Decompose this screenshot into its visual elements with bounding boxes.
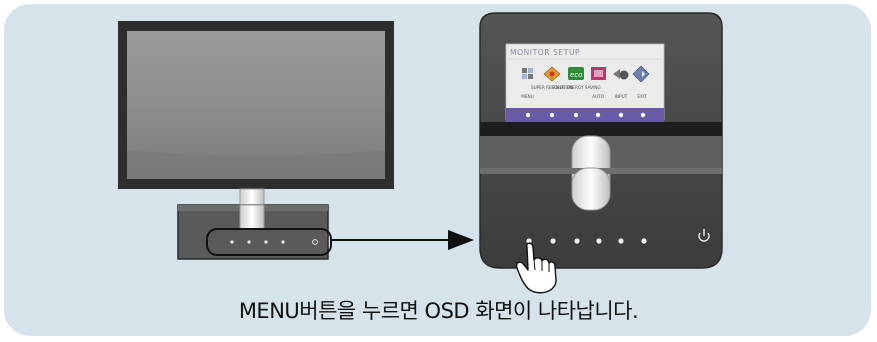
left-button-3[interactable] — [264, 240, 268, 244]
super-resolution-icon — [543, 66, 561, 82]
caption: MENU버튼을 누르면 OSD 화면이 나타납니다. — [238, 299, 639, 323]
osd-label-super-energy-saving: SUPER ENERGY SAVING — [551, 85, 600, 90]
power-icon[interactable] — [698, 229, 710, 242]
osd-label-input: INPUT — [615, 94, 628, 99]
osd-button-bar — [506, 108, 664, 122]
left-button-1[interactable] — [230, 240, 234, 244]
left-monitor-neck-lower — [239, 204, 265, 230]
left-button-2[interactable] — [247, 240, 251, 244]
auto-icon — [591, 67, 606, 80]
osd-bar-dot-4 — [595, 112, 601, 118]
osd-bar-dot-1 — [525, 112, 531, 118]
menu-icon — [522, 68, 533, 79]
left-monitor-reflection — [127, 150, 385, 179]
left-monitor — [118, 21, 394, 260]
left-power-icon[interactable] — [312, 239, 318, 245]
arrow — [331, 230, 474, 250]
osd-bar-dot-3 — [573, 112, 579, 118]
arrow-head — [448, 230, 474, 250]
input-icon — [613, 69, 629, 80]
exit-icon — [632, 65, 650, 83]
osd-label-exit: EXIT — [637, 94, 647, 99]
osd-label-super-resolution: SUPER RESOLUTION — [531, 85, 573, 90]
osd-bar-dot-5 — [618, 112, 624, 118]
osd-title: MONITOR SETUP — [510, 48, 580, 57]
right-monitor: MONITOR SETUP eco — [479, 12, 723, 269]
right-monitor-neck-lower — [571, 167, 611, 211]
right-button-5[interactable] — [618, 238, 624, 244]
right-button-4[interactable] — [596, 238, 602, 244]
hand-pointer-icon — [515, 242, 557, 294]
left-button-4[interactable] — [281, 240, 285, 244]
right-button-6[interactable] — [641, 238, 647, 244]
right-button-3[interactable] — [574, 238, 580, 244]
right-menu-button[interactable] — [526, 238, 532, 244]
left-control-panel-highlight — [206, 228, 332, 256]
osd-bar-dot-6 — [640, 112, 646, 118]
right-button-2[interactable] — [550, 238, 556, 244]
osd-label-menu: MENU — [521, 94, 533, 99]
energy-saving-icon: eco — [568, 67, 584, 80]
osd-bar-dot-2 — [549, 112, 555, 118]
right-monitor-screen-bottom-bezel — [480, 122, 722, 136]
eco-badge-text: eco — [570, 71, 582, 79]
osd-label-auto: AUTO — [592, 94, 604, 99]
